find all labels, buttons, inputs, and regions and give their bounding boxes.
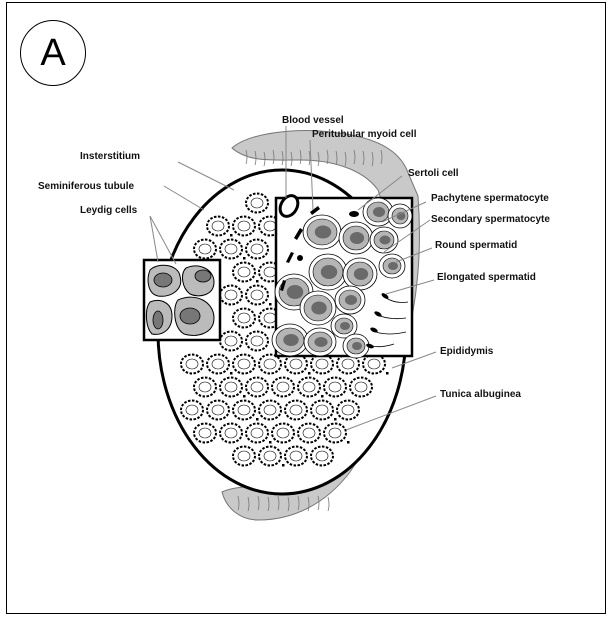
tubule (246, 332, 268, 351)
tubule (233, 217, 255, 236)
leydig-cells-inset (144, 260, 220, 340)
germ-cell (388, 204, 412, 228)
germ-cell (370, 227, 398, 253)
tubule (207, 401, 229, 420)
label-blood-vessel: Blood vessel (282, 115, 344, 126)
tubule (233, 309, 255, 328)
germ-cell (300, 291, 336, 325)
germ-cell (343, 258, 377, 290)
germ-cell (272, 324, 308, 356)
label-secondary-spermatocyte: Secondary spermatocyte (431, 214, 550, 225)
label-interstitium: Insterstitium (80, 151, 140, 162)
label-epididymis: Epididymis (440, 346, 494, 357)
tubule (337, 401, 359, 420)
tubule (285, 401, 307, 420)
tubule (272, 378, 294, 397)
label-sertoli-cell: Sertoli cell (408, 168, 459, 179)
tubule (246, 240, 268, 259)
label-leydig-cells: Leydig cells (80, 205, 138, 216)
label-seminiferous-tubule: Seminiferous tubule (38, 181, 135, 192)
label-pachytene-spermatocyte: Pachytene spermatocyte (431, 193, 549, 204)
tubule (311, 447, 333, 466)
tubule (272, 424, 294, 443)
label-elongated-spermatid: Elongated spermatid (437, 272, 536, 283)
germ-cell (343, 334, 369, 358)
label-peritubular-myoid-cell: Peritubular myoid cell (312, 129, 417, 140)
tubule (298, 424, 320, 443)
tubule (285, 447, 307, 466)
germ-cell (339, 222, 373, 254)
sertoli-nucleus-2 (297, 255, 303, 261)
tubule (220, 424, 242, 443)
tubule (324, 378, 346, 397)
label-round-spermatid: Round spermatid (435, 240, 517, 251)
epithelium-inset (272, 192, 412, 358)
germ-cell (335, 286, 365, 314)
epididymis-tick (318, 496, 319, 510)
tubule (194, 240, 216, 259)
sertoli-nucleus (349, 211, 359, 217)
tubule (181, 401, 203, 420)
tubule (311, 355, 333, 374)
tubule (259, 355, 281, 374)
tubule (181, 355, 203, 374)
germ-cell (379, 254, 405, 278)
tubule (350, 378, 372, 397)
germ-cell (303, 215, 341, 249)
tubule (246, 378, 268, 397)
tubule (246, 194, 268, 213)
label-tunica-albuginea: Tunica albuginea (440, 389, 521, 400)
tubule (233, 447, 255, 466)
germ-cell (304, 328, 336, 356)
epididymis-tick (328, 497, 329, 511)
epididymis-tick (246, 150, 247, 164)
tubule (259, 401, 281, 420)
tubule (233, 355, 255, 374)
tubule (194, 424, 216, 443)
tubule (194, 378, 216, 397)
tubule (220, 286, 242, 305)
germ-cell (309, 254, 347, 290)
tubule (220, 332, 242, 351)
